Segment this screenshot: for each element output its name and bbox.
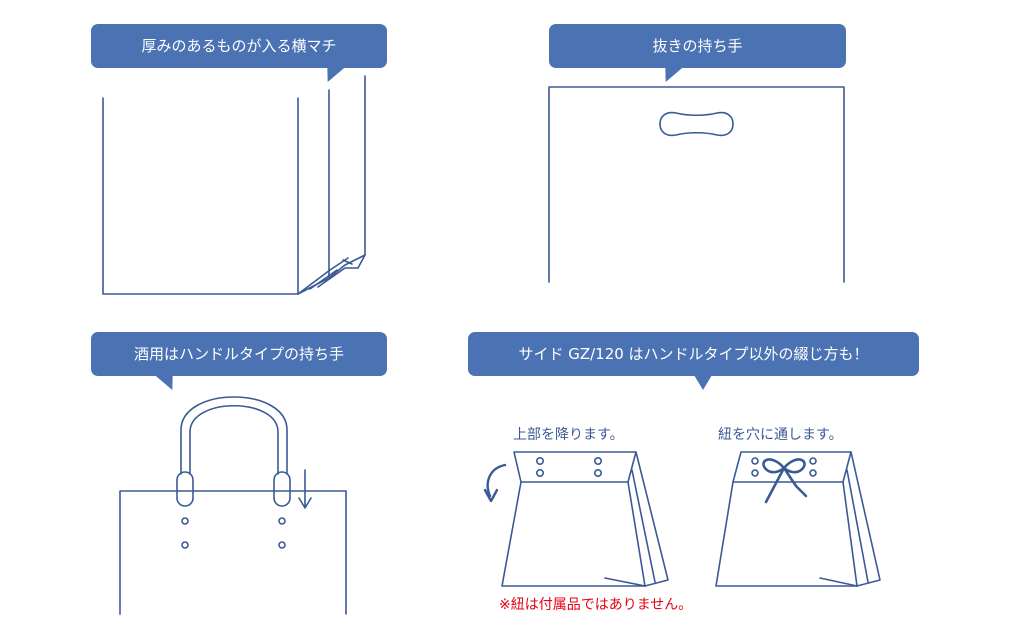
fold-top-illustration <box>483 451 669 587</box>
step-fold-top-label: 上部を降ります。 <box>513 427 624 443</box>
insert-arrow-icon <box>298 469 312 509</box>
die-cut-handle-hole <box>659 111 734 137</box>
callout-side-gz: サイド GZ/120 はハンドルタイプ以外の綴じ方も！ <box>468 332 919 390</box>
fold-down-arrow-icon <box>486 463 507 498</box>
callout-gusset: 厚みのあるものが入る横マチ <box>91 24 387 68</box>
handle-grip-left <box>176 471 194 507</box>
step-thread-string-label: 紐を穴に通します。 <box>718 427 843 443</box>
string-not-included-note: ※紐は付属品ではありません。 <box>499 597 693 613</box>
thread-string-illustration <box>715 451 881 587</box>
callout-die-cut-handle: 抜きの持ち手 <box>549 24 846 68</box>
handle-grip-right <box>273 471 291 507</box>
callout-liquor-handle: 酒用はハンドルタイプの持ち手 <box>91 332 387 376</box>
string-bow-icon <box>762 458 808 504</box>
gusset-bag-illustration <box>102 75 366 295</box>
bag-rope-handle-inner <box>189 405 279 475</box>
handle-bag-illustration <box>119 396 347 615</box>
die-cut-bag-illustration <box>548 86 845 283</box>
bag-rope-handle-outer <box>180 396 288 475</box>
